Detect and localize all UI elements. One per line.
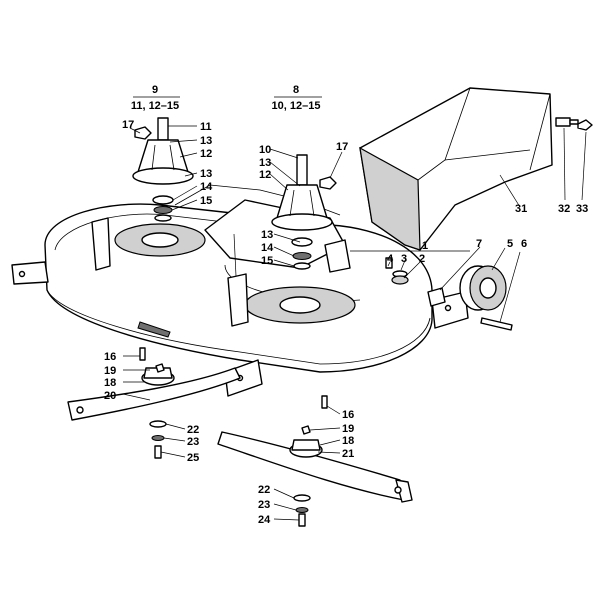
callout-19-left: 19	[104, 365, 116, 377]
inner-bracket-right	[227, 273, 249, 327]
callout-23-right: 23	[258, 499, 270, 511]
tension-bracket	[427, 287, 446, 307]
callout-16-right: 16	[342, 409, 354, 421]
callouts: 17 11 13 12 13 14 15 10 13 12 17 13 14 1…	[104, 119, 588, 526]
left-spindle-washers	[152, 195, 174, 222]
left-hub-bolt-top	[139, 347, 146, 361]
left-blade-hub	[141, 367, 175, 386]
callout-3: 3	[401, 253, 407, 265]
callout-6: 6	[521, 238, 527, 250]
group-8-top: 8	[293, 84, 299, 96]
chute-bolt	[555, 117, 579, 127]
callout-2: 2	[419, 253, 425, 265]
roller	[459, 265, 507, 311]
left-spindle-nut	[134, 126, 152, 140]
callout-15-right: 15	[261, 255, 273, 267]
callout-1: 1	[422, 240, 428, 252]
discharge-chute	[359, 87, 553, 251]
callout-18-left: 18	[104, 377, 116, 389]
left-blade	[67, 367, 241, 421]
callout-7: 7	[476, 238, 482, 250]
callout-17-left: 17	[122, 119, 134, 131]
group-8-bottom: 10, 12–15	[272, 100, 321, 112]
right-spindle-nut	[319, 176, 337, 190]
callout-17-right: 17	[336, 141, 348, 153]
callout-31: 31	[515, 203, 527, 215]
left-blade-fasteners	[149, 420, 167, 459]
idler-bracket	[324, 239, 351, 273]
callout-13-left-bottom: 13	[200, 168, 212, 180]
right-key	[301, 425, 311, 435]
callout-33: 33	[576, 203, 588, 215]
right-spindle-washers	[291, 237, 313, 270]
left-spindle	[132, 117, 194, 185]
callout-16-left: 16	[104, 351, 116, 363]
right-blade-hub	[289, 439, 323, 458]
right-spindle	[271, 154, 333, 231]
front-left-bracket	[11, 261, 49, 285]
group-9-top: 9	[152, 84, 158, 96]
callout-22-left: 22	[187, 424, 199, 436]
callout-25: 25	[187, 452, 199, 464]
group-8-label: 8 10, 12–15	[272, 84, 322, 112]
left-key	[155, 363, 165, 373]
callout-5: 5	[507, 238, 513, 250]
callout-12-right: 12	[259, 169, 271, 181]
right-blade-fasteners	[293, 494, 311, 527]
roller-pin	[480, 317, 513, 331]
callout-24: 24	[258, 514, 271, 526]
callout-14-right: 14	[261, 242, 274, 254]
inner-bracket-left	[91, 217, 111, 271]
callout-32: 32	[558, 203, 570, 215]
callout-10: 10	[259, 144, 271, 156]
group-9-bottom: 11, 12–15	[131, 100, 179, 112]
callout-13-right-bottom: 13	[261, 229, 273, 241]
callout-19-right: 19	[342, 423, 354, 435]
callout-14-left: 14	[200, 181, 213, 193]
callout-21: 21	[342, 448, 354, 460]
callout-4: 4	[387, 253, 394, 265]
callout-12-left: 12	[200, 148, 212, 160]
callout-11: 11	[200, 121, 212, 133]
callout-20: 20	[104, 390, 116, 402]
leader-lines	[122, 125, 587, 521]
callout-13-left-top: 13	[200, 135, 212, 147]
callout-23-left: 23	[187, 436, 199, 448]
callout-15-left: 15	[200, 195, 212, 207]
chute-nut	[577, 119, 593, 131]
callout-22-right: 22	[258, 484, 270, 496]
right-hub-bolt-top	[321, 395, 328, 409]
callout-13-right-top: 13	[259, 157, 271, 169]
right-blade	[217, 431, 413, 503]
group-9-label: 9 11, 12–15	[131, 84, 180, 112]
callout-18-right: 18	[342, 435, 354, 447]
